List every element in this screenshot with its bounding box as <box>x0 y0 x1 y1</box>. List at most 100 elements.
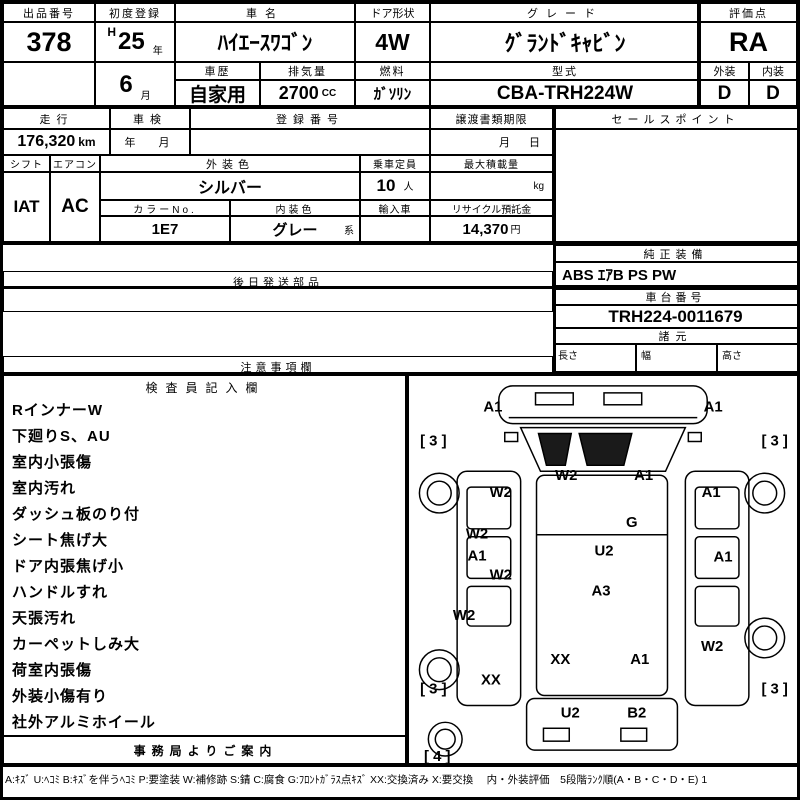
front-face <box>498 385 708 425</box>
caution-label: 注意事項欄 <box>240 362 316 374</box>
rear-light-right <box>620 727 648 742</box>
inspector-note: 荷室内張傷 <box>12 662 93 679</box>
capacity-unit: 人 <box>403 182 414 193</box>
diagram-label: W2 <box>453 608 475 624</box>
divider <box>0 242 800 245</box>
mirror-left <box>504 431 519 443</box>
spec-length-cell: 長さ <box>553 344 636 372</box>
wheel-spare <box>427 721 463 757</box>
exhibit-no-value: 378 <box>3 22 95 62</box>
inspector-note: 外装小傷有り <box>12 688 109 705</box>
diagram-label: W2 <box>490 485 512 501</box>
divider <box>697 0 700 105</box>
sales-point-box <box>553 129 798 242</box>
displacement-unit: CC <box>321 88 337 99</box>
first-reg-year: H 25 年 <box>95 22 175 62</box>
interior-color-suffix: 系 <box>344 226 354 237</box>
interior-label: 内装 <box>749 62 797 80</box>
car-name-value: ﾊｲｴｰｽﾜｺﾞﾝ <box>175 22 355 62</box>
diagram-label: A1 <box>704 400 723 416</box>
side-panel-left <box>456 470 522 707</box>
interior-color-name: グレー <box>272 221 318 239</box>
diagram-label: W2 <box>701 639 723 655</box>
diagram-label: A3 <box>592 583 611 599</box>
chassis-no-value: TRH224-0011679 <box>553 305 798 328</box>
diagram-label: A1 <box>483 400 502 416</box>
diagram-label: A1 <box>634 468 653 484</box>
first-reg-era: H <box>107 25 116 39</box>
grade-label: グレード <box>430 3 700 22</box>
history-label: 車歴 <box>175 62 260 80</box>
first-reg-month-num: 6 <box>119 70 133 98</box>
color-no-value: 1E7 <box>100 216 230 242</box>
displacement-label: 排気量 <box>260 62 355 80</box>
inspector-note: 天張汚れ <box>12 610 77 627</box>
shift-value: IAT <box>3 172 50 242</box>
history-value: 自家用 <box>175 80 260 107</box>
capacity-label: 乗車定員 <box>360 155 430 172</box>
interior-color-label: 内装色 <box>230 200 360 216</box>
inspector-note: 社外アルミホイール <box>12 714 156 731</box>
side-panel-right <box>684 470 750 707</box>
later-parts-box: 後日発送部品 <box>3 271 553 312</box>
diagram-label: [ 3 ] <box>420 682 446 698</box>
spec-width-cell: 幅 <box>636 344 717 372</box>
exhibit-no-empty <box>3 62 95 107</box>
wheel-rear-left <box>418 649 460 691</box>
diagram-label: [ 3 ] <box>761 433 787 449</box>
mileage-unit: km <box>78 135 96 149</box>
inspector-note: ダッシュ板のり付 <box>12 506 141 523</box>
diagram-label: A1 <box>630 652 649 668</box>
exterior-color-value: シルバー <box>100 172 360 200</box>
rear-light-left <box>542 727 571 742</box>
genuine-equipment-value: ABS ｴｱB PS PW <box>553 262 798 286</box>
import-value <box>360 216 430 242</box>
displacement-value: 2700 CC <box>260 80 355 107</box>
diagram-label: [ 3 ] <box>420 433 446 449</box>
inspector-note: ドア内張焦げ小 <box>12 558 125 575</box>
spec-height-cell: 高さ <box>717 344 798 372</box>
first-reg-month: 6 月 <box>95 62 175 107</box>
exterior-color-label: 外装色 <box>100 155 360 172</box>
divider <box>553 105 556 375</box>
genuine-equipment-label: 純正装備 <box>553 245 798 262</box>
first-reg-year-num: 25 <box>117 28 145 55</box>
front-light-left <box>534 392 574 406</box>
left-window-2 <box>466 536 512 580</box>
divider <box>0 286 800 289</box>
inspector-title: 検査員記入欄 <box>145 381 266 395</box>
sales-point-label: セールスポイント <box>553 108 798 129</box>
car-name-label: 車名 <box>175 3 355 22</box>
grade-value: ｸﾞﾗﾝﾄﾞｷｬﾋﾞﾝ <box>430 22 700 62</box>
left-window-3 <box>466 585 512 627</box>
spec-label: 諸元 <box>553 328 798 344</box>
inspector-note: カーペットしみ大 <box>12 636 141 653</box>
recycle-num: 14,370 <box>462 220 509 238</box>
diagram-label: B2 <box>627 705 646 721</box>
score-label: 評価点 <box>700 3 797 22</box>
divider <box>0 105 800 108</box>
right-window-1 <box>694 486 740 530</box>
diagram-label: G <box>626 515 638 531</box>
windshield-shade-right <box>578 432 633 467</box>
color-no-label: カラーNo. <box>100 200 230 216</box>
model-value: CBA-TRH224W <box>430 80 700 107</box>
interior-color-value: グレー 系 <box>230 216 360 242</box>
diagram-label: A1 <box>714 550 733 566</box>
capacity-value: 10 人 <box>360 172 430 200</box>
legend-text: A:ｷｽﾞ U:ﾍｺﾐ B:ｷｽﾞを伴うﾍｺﾐ P:要塗装 W:補修跡 S:錆 … <box>5 774 708 786</box>
inspector-note: シート焦げ大 <box>12 532 109 549</box>
shift-label: シフト <box>3 155 50 172</box>
inspector-note: 下廻りS、AU <box>12 428 111 445</box>
aircon-value: AC <box>50 172 100 242</box>
front-light-right <box>603 392 643 406</box>
office-info-title: 事務局よりご案内 <box>3 736 408 764</box>
transfer-deadline-label: 譲渡書類期限 <box>430 108 553 129</box>
inspection-value: 年 月 <box>110 129 190 155</box>
inspector-note: 室内小張傷 <box>12 454 93 471</box>
diagram-label: A1 <box>467 549 486 565</box>
model-label: 型式 <box>430 62 700 80</box>
inspector-note: ハンドルすれ <box>12 584 109 601</box>
